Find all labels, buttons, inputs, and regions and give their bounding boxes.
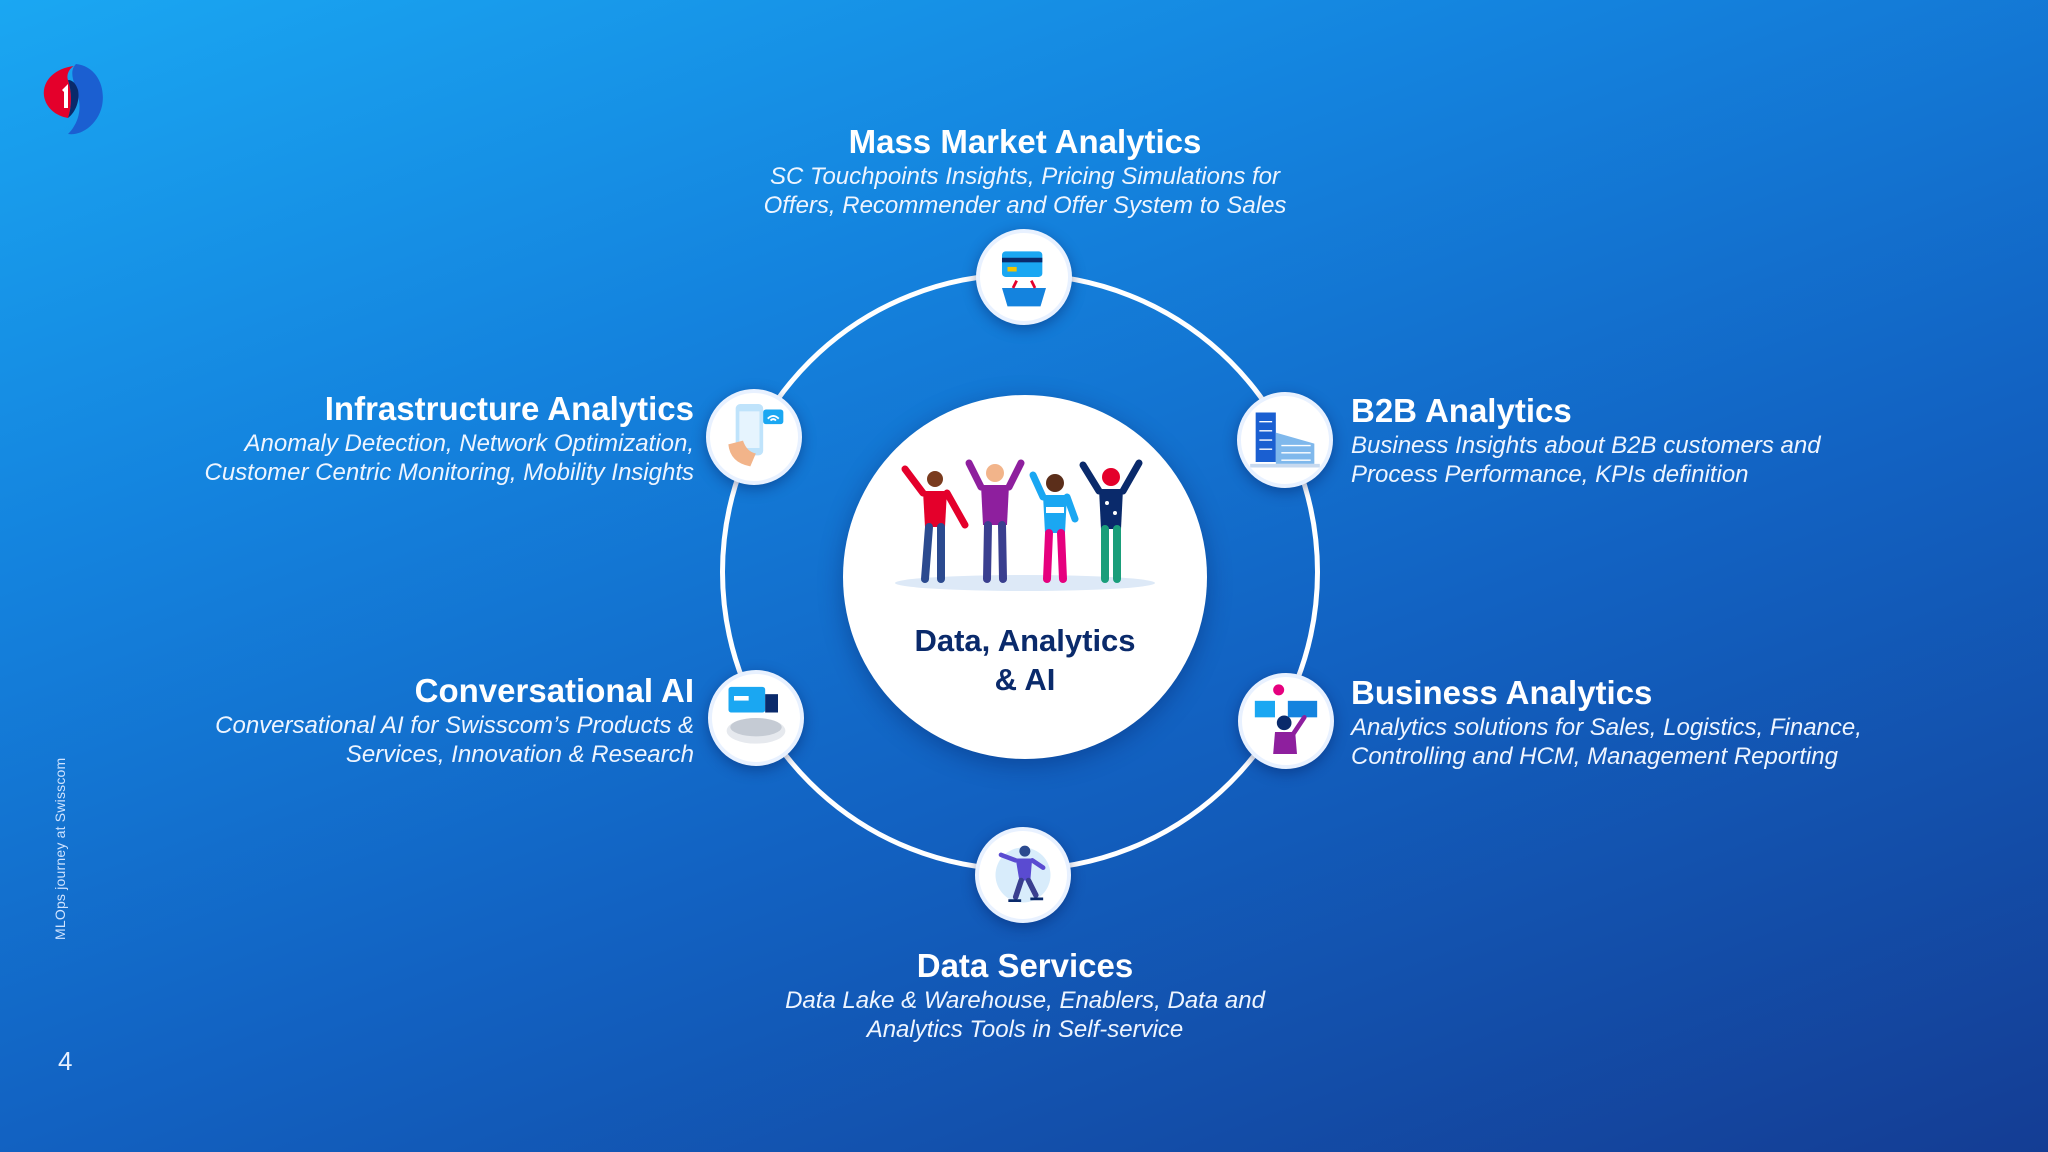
segment-description: Analytics solutions for Sales, Logistics… — [1351, 714, 1862, 741]
center-title: Data, Analytics & AI — [914, 623, 1136, 697]
segment-description: Services, Innovation & Research — [345, 741, 694, 768]
segment-description: Data Lake & Warehouse, Enablers, Data an… — [785, 987, 1265, 1014]
analyst-dashboard-icon — [1238, 673, 1334, 769]
credit-card-basket-icon — [976, 229, 1072, 325]
segment-description: Conversational AI for Swisscom’s Product… — [215, 712, 694, 739]
side-caption: MLOps journey at Swisscom — [52, 757, 68, 940]
segment-description: Controlling and HCM, Management Reportin… — [1351, 743, 1838, 770]
segment-title: Business Analytics — [1351, 674, 1653, 711]
segment-title: Infrastructure Analytics — [324, 390, 694, 427]
page-number: 4 — [58, 1046, 73, 1076]
segment-b2b-label: B2B Analytics Business Insights about B2… — [1351, 391, 1911, 489]
segment-description: SC Touchpoints Insights, Pricing Simulat… — [769, 163, 1281, 190]
segment-description: Analytics Tools in Self-service — [866, 1016, 1184, 1043]
swisscom-logo — [38, 60, 108, 140]
segment-description: Process Performance, KPIs definition — [1351, 461, 1749, 488]
center-hub: Data, Analytics & AI — [843, 395, 1207, 759]
office-buildings-icon — [1237, 392, 1333, 488]
segment-business-label: Business Analytics Analytics solutions f… — [1351, 673, 1951, 771]
segment-description: Anomaly Detection, Network Optimization, — [244, 430, 694, 457]
segment-description: Business Insights about B2B customers an… — [1351, 432, 1821, 459]
segment-title: Conversational AI — [414, 672, 694, 709]
celebrating-people-illustration — [883, 455, 1167, 595]
segment-title: Mass Market Analytics — [848, 123, 1202, 160]
smartphone-wifi-icon — [706, 389, 802, 485]
segment-mass-market-label: Mass Market Analytics SC Touchpoints Ins… — [740, 122, 1310, 220]
segment-data-services-label: Data Services Data Lake & Warehouse, Ena… — [740, 946, 1310, 1044]
segment-description: Offers, Recommender and Offer System to … — [763, 192, 1287, 219]
skater-icon — [975, 827, 1071, 923]
segment-infrastructure-label: Infrastructure Analytics Anomaly Detecti… — [94, 389, 694, 487]
segment-title: Data Services — [916, 947, 1134, 984]
segment-conversational-label: Conversational AI Conversational AI for … — [94, 671, 694, 769]
segment-description: Customer Centric Monitoring, Mobility In… — [204, 459, 694, 486]
chat-device-icon — [708, 670, 804, 766]
segment-title: B2B Analytics — [1351, 392, 1572, 429]
